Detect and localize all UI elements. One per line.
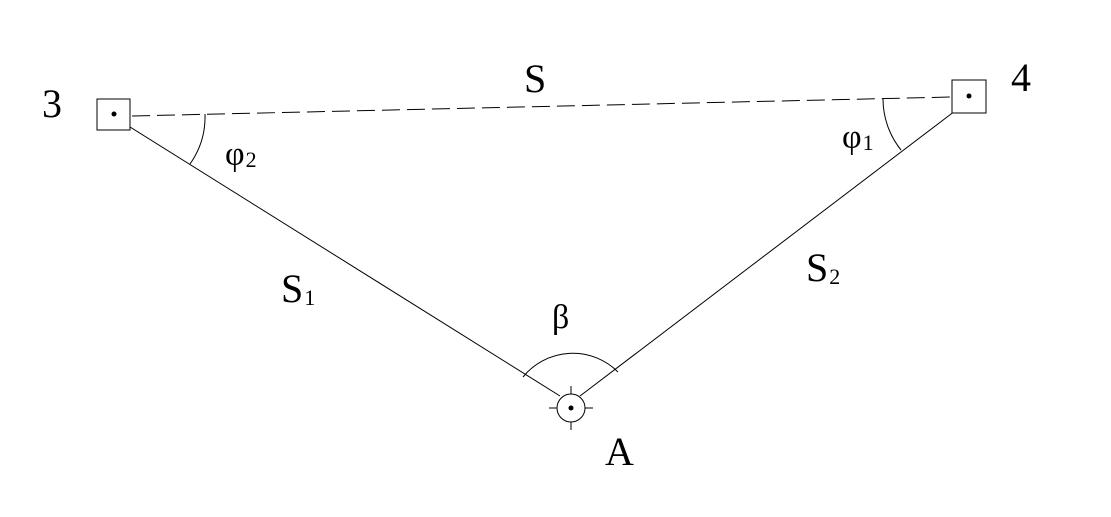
side-s1 [129,126,561,397]
angle-phi2-subscript: 2 [246,147,257,172]
station-a-marker [549,386,593,430]
side-s1-letter: S [281,266,303,311]
side-s1-subscript: 1 [304,285,315,310]
side-s1-label: S1 [281,266,315,311]
angle-phi1-label: φ1 [842,119,874,156]
side-s-dashed [131,96,953,117]
side-s2-label: S2 [806,245,840,290]
side-s2-subscript: 2 [829,264,840,289]
side-s2 [579,110,956,397]
angle-beta-arc [522,352,619,378]
angle-beta-label: β [552,299,569,336]
angle-phi1-letter: φ [842,119,862,156]
angle-phi1-arc [882,98,902,151]
angle-phi1-subscript: 1 [863,130,874,155]
point-4-label: 4 [1011,55,1031,100]
station-3-marker [96,98,131,131]
point-a-label: A [605,429,634,474]
angle-phi2-label: φ2 [225,136,257,173]
angle-phi2-arc [189,113,206,165]
angle-phi2-letter: φ [225,136,245,173]
point-3-label: 3 [42,81,62,126]
side-s-label: S [524,56,546,101]
station-4-marker [951,79,987,114]
side-s2-letter: S [806,245,828,290]
